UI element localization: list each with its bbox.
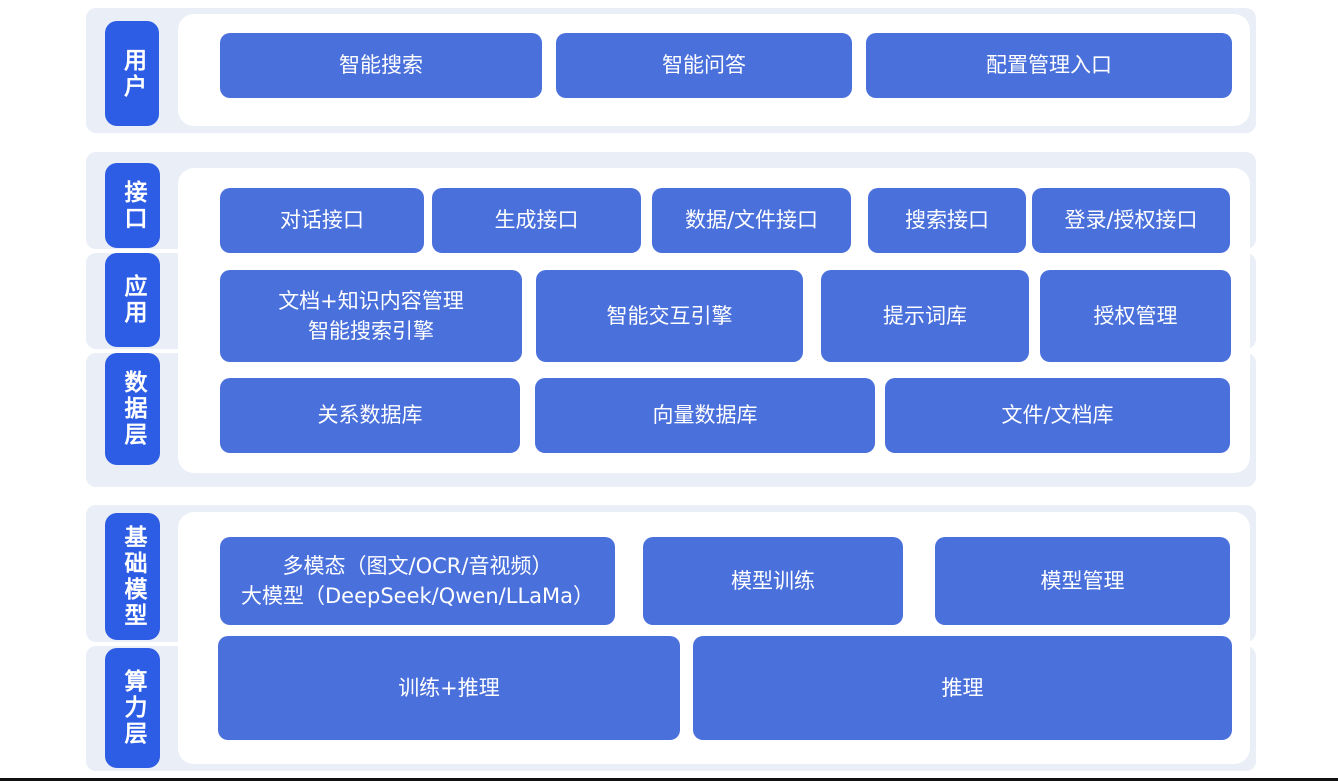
- btn-dialog-api: 对话接口: [220, 188, 424, 253]
- btn-model-management: 模型管理: [935, 537, 1230, 625]
- btn-search-api: 搜索接口: [868, 188, 1026, 253]
- layer-label-application: 应用: [105, 253, 160, 347]
- layer-label-user: 用户: [105, 21, 159, 126]
- btn-data-file-api: 数据/文件接口: [652, 188, 851, 253]
- btn-smart-search: 智能搜索: [220, 33, 542, 98]
- layer-label-foundation-model: 基础模型: [105, 513, 160, 640]
- btn-training-inference: 训练+推理: [218, 636, 680, 740]
- bottom-divider-line: [0, 778, 1338, 781]
- btn-model-training: 模型训练: [643, 537, 903, 625]
- btn-multimodal-llm: 多模态（图文/OCR/音视频） 大模型（DeepSeek/Qwen/LLaMa）: [220, 537, 615, 625]
- layer-label-interface: 接口: [105, 163, 160, 248]
- layer-label-data: 数据层: [105, 353, 160, 465]
- btn-doc-knowledge-search-engine: 文档+知识内容管理 智能搜索引擎: [220, 270, 522, 362]
- btn-generation-api: 生成接口: [432, 188, 641, 253]
- btn-login-auth-api: 登录/授权接口: [1032, 188, 1230, 253]
- btn-prompt-library: 提示词库: [821, 270, 1029, 362]
- btn-inference: 推理: [693, 636, 1232, 740]
- btn-relational-db: 关系数据库: [220, 378, 520, 453]
- btn-config-entry: 配置管理入口: [866, 33, 1232, 98]
- layer-label-compute: 算力层: [105, 648, 160, 768]
- btn-auth-management: 授权管理: [1040, 270, 1231, 362]
- btn-vector-db: 向量数据库: [535, 378, 875, 453]
- btn-interaction-engine: 智能交互引擎: [536, 270, 803, 362]
- btn-smart-qa: 智能问答: [556, 33, 852, 98]
- btn-file-doc-store: 文件/文档库: [885, 378, 1230, 453]
